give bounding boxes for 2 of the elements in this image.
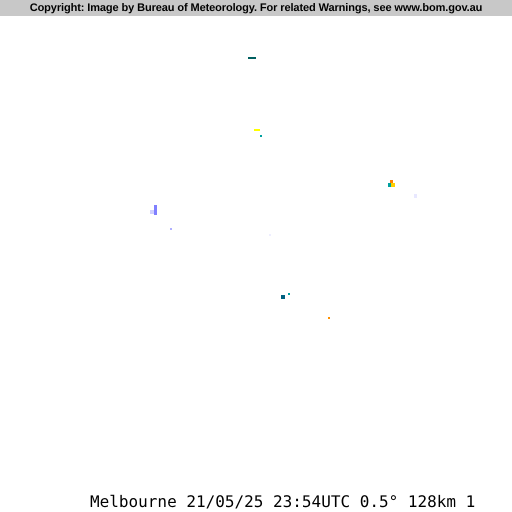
copyright-banner: Copyright: Image by Bureau of Meteorology. For related Warnings, see www.bom.gov.au — [0, 0, 512, 16]
radar-info-text: Melbourne 21/05/25 23:54UTC 0.5° 128km 1 — [90, 493, 476, 511]
